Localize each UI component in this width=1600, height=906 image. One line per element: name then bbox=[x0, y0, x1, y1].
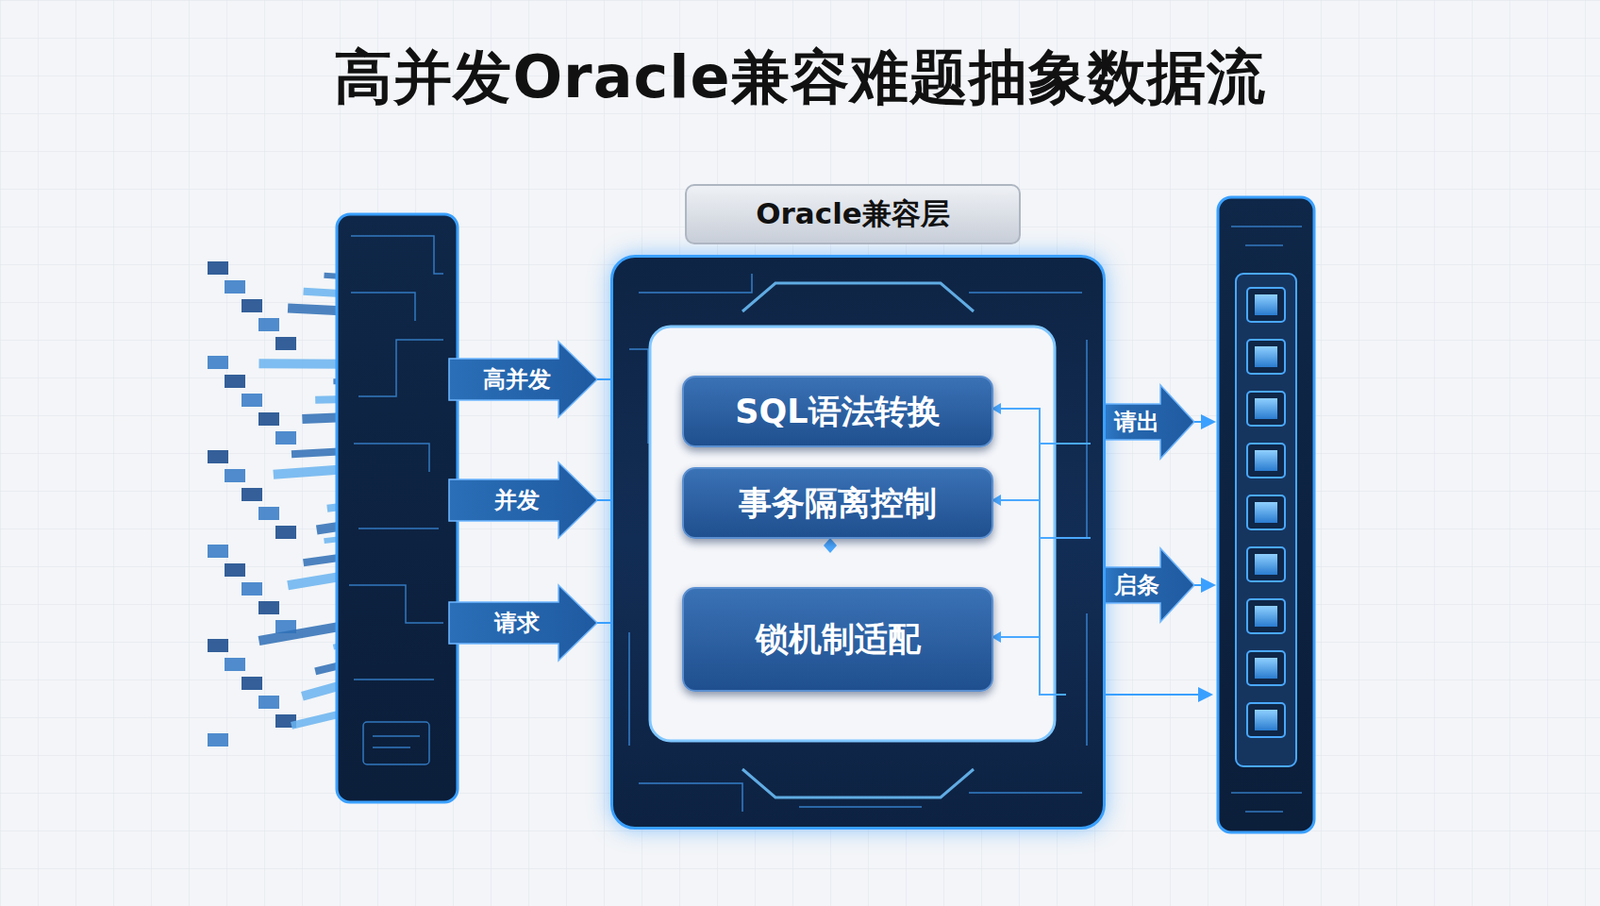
box-text: SQL语法转换 bbox=[734, 389, 940, 434]
box-text: 锁机制适配 bbox=[755, 616, 921, 662]
layer-frame: Oracle兼容层SQL语法转换事务隔离控制锁机制适配 bbox=[610, 254, 1106, 830]
storage-panel bbox=[1217, 197, 1315, 833]
arrow-label: 请出 bbox=[1114, 406, 1160, 437]
client-panel bbox=[336, 214, 458, 802]
storage-slots bbox=[1247, 287, 1285, 737]
diagram-title: 高并发Oracle兼容难题抽象数据流 bbox=[0, 37, 1600, 117]
layer-heading: Oracle兼容层 bbox=[684, 183, 1021, 245]
process-box: SQL语法转换 bbox=[682, 375, 994, 448]
heading-text: Oracle兼容层 bbox=[755, 194, 950, 234]
arrow-label: 启条 bbox=[1114, 569, 1160, 600]
arrow-label: 高并发 bbox=[483, 364, 551, 395]
process-box: 锁机制适配 bbox=[682, 586, 994, 692]
box-text: 事务隔离控制 bbox=[738, 481, 937, 526]
frame-circuit bbox=[610, 254, 1106, 830]
output-arrow bbox=[1090, 384, 1195, 622]
request-arrow bbox=[449, 341, 598, 661]
process-box: 事务隔离控制 bbox=[682, 466, 994, 539]
arrow-label: 请求 bbox=[494, 607, 540, 638]
arrow-label: 并发 bbox=[494, 484, 540, 516]
